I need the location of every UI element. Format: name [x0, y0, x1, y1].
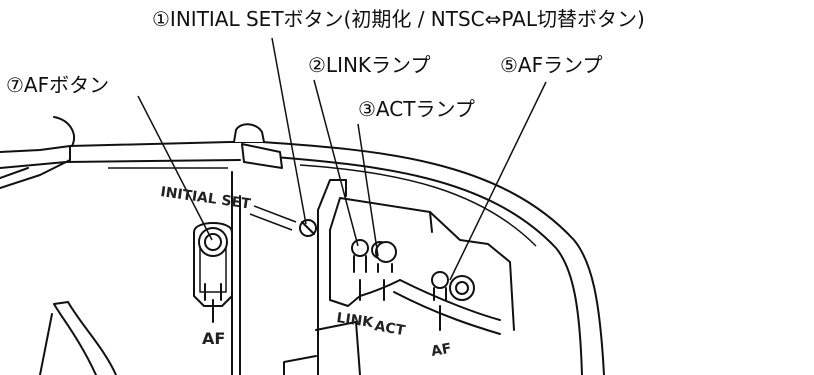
af-button[interactable] — [193, 222, 233, 323]
callout-initial-set-button: ①INITIAL SETボタン(初期化 / NTSC⇔PAL切替ボタン) — [152, 7, 645, 31]
camera-housing — [0, 116, 605, 375]
engraved-initial-set: INITIAL SET — [159, 184, 252, 213]
leader-lines — [137, 37, 547, 281]
callout-af-button: ⑦AFボタン — [6, 73, 109, 97]
engraved-af-lamp-label: AF — [430, 341, 453, 360]
engraved-link: LINK — [335, 310, 375, 331]
act-lamp — [371, 241, 397, 301]
initial-set-button[interactable] — [249, 205, 317, 237]
af-lamp — [431, 271, 475, 331]
link-lamp — [351, 239, 369, 301]
engraved-af-button-label: AF — [202, 329, 225, 348]
callout-link-lamp: ②LINKランプ — [308, 53, 430, 77]
engraved-act: ACT — [373, 318, 406, 339]
callout-act-lamp: ③ACTランプ — [358, 97, 475, 121]
callout-af-lamp: ⑤AFランプ — [500, 53, 603, 77]
